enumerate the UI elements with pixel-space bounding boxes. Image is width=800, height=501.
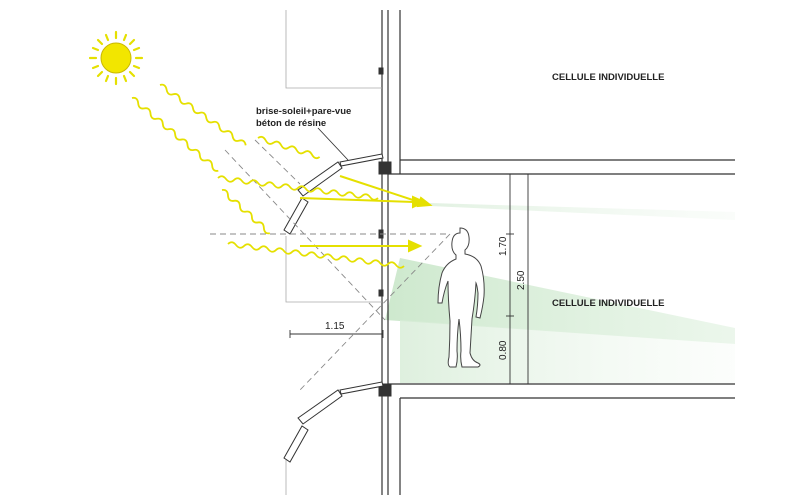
sun-rays [131, 83, 405, 269]
dim-eye-height-value: 1.70 [498, 236, 509, 256]
building-structure [285, 10, 735, 495]
sun-ray-3 [257, 135, 321, 160]
sun-ray-6 [221, 188, 270, 235]
daylight-zones [385, 203, 735, 383]
window-frame-top [378, 67, 384, 75]
window-frame-upper [378, 161, 392, 175]
floor-light-zone [400, 320, 735, 383]
dashed-view-line [299, 233, 451, 391]
arrow-head-horizontal-lower [408, 239, 423, 253]
person-silhouette [437, 227, 485, 368]
dimensions [289, 127, 532, 385]
upper-neighbour-outline [285, 10, 382, 89]
dashed-slope-line [254, 139, 301, 185]
room-label-upper: CELLULE INDIVIDUELLE [552, 72, 664, 83]
brise-soleil-label-line2: béton de résine [256, 118, 326, 129]
brise-soleil-bottom-top-panel [339, 381, 384, 395]
dashed-sun-line-1 [224, 149, 386, 321]
arrow-horizontal-upper [299, 197, 415, 203]
lower-neighbour-outline [285, 236, 382, 303]
dim-sill-height-value: 0.80 [498, 340, 509, 360]
sun-ray-5 [227, 241, 405, 269]
sun-ray-1 [159, 83, 247, 146]
arrow-head-horizontal-upper [412, 195, 427, 209]
upper-light-beam [430, 203, 735, 220]
brise-soleil-label-line1: brise-soleil+pare-vue [256, 106, 351, 117]
dim-floor-height-value: 2.50 [516, 270, 527, 290]
construction-lines [210, 139, 451, 391]
light-arrows [299, 175, 433, 253]
room-label-lower: CELLULE INDIVIDUELLE [552, 298, 664, 309]
window-frame-low [378, 289, 384, 297]
brise-soleil-bottom-lower-panel [283, 425, 309, 463]
sun-ray-4 [217, 175, 379, 201]
brise-soleil [283, 153, 384, 463]
sun-icon [88, 30, 144, 86]
brise-soleil-lower-panel [283, 197, 309, 235]
dim-overhang-value: 1.15 [325, 321, 345, 332]
brise-soleil-leader-line [317, 127, 349, 161]
arrow-reflected-upper [339, 175, 423, 204]
window-frame-lower [378, 383, 392, 397]
sun-ray-2 [131, 96, 219, 172]
brise-soleil-bottom-curve-panel [297, 389, 343, 425]
brise-soleil-curve-panel [297, 161, 343, 197]
brise-soleil-top-panel [339, 153, 384, 167]
